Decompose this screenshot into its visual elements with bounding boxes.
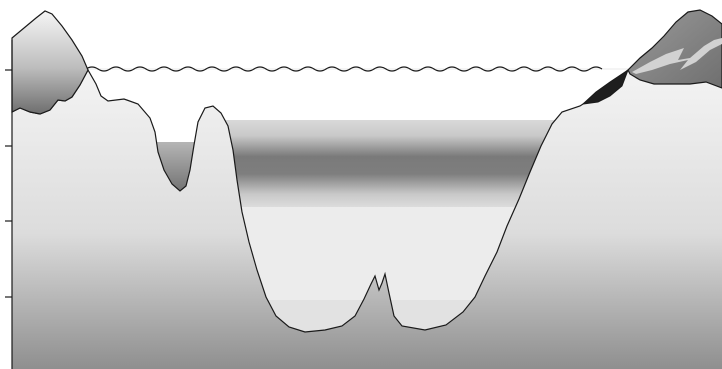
dark-water-layer <box>222 120 562 207</box>
depth-axis <box>5 40 12 369</box>
